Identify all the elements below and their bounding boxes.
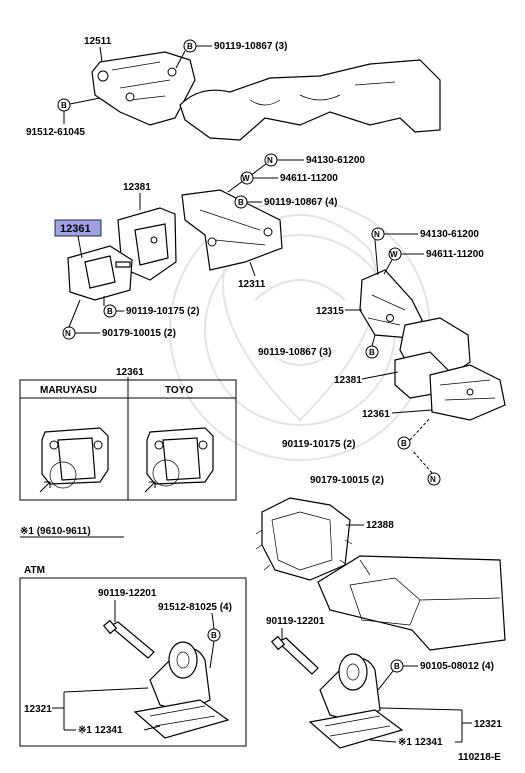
svg-text:B: B	[187, 42, 193, 51]
label-12381-right: 12381	[334, 371, 399, 386]
svg-text:N: N	[374, 230, 380, 239]
front-mount-assembly	[67, 207, 177, 301]
svg-text:N: N	[65, 329, 71, 338]
svg-text:B: B	[61, 101, 67, 110]
svg-text:B: B	[369, 348, 375, 357]
svg-text:12311: 12311	[238, 279, 266, 290]
svg-text:90179-10015 (2): 90179-10015 (2)	[310, 475, 384, 486]
svg-text:91512-81025 (4): 91512-81025 (4)	[158, 602, 232, 613]
label-12381-top: 12381	[123, 182, 151, 210]
svg-text:B: B	[238, 198, 244, 207]
label-90179-10015-2-right: 90179-10015 (2) N	[310, 449, 441, 486]
svg-text:N: N	[430, 475, 436, 484]
label-12311: 12311	[238, 261, 266, 290]
svg-text:90119-12201: 90119-12201	[98, 588, 157, 599]
label-12511: 12511	[84, 36, 112, 63]
rear-mount-assembly	[359, 269, 506, 421]
label-12315: 12315	[316, 306, 362, 317]
svg-text:90119-10175 (2): 90119-10175 (2)	[126, 306, 199, 317]
svg-text:94130-61200: 94130-61200	[306, 155, 365, 166]
svg-text:90119-12201: 90119-12201	[266, 616, 325, 627]
svg-text:※1 12341: ※1 12341	[398, 737, 443, 748]
label-12361-right: 12361	[362, 409, 433, 420]
svg-text:W: W	[242, 174, 250, 183]
transmission-outline	[317, 555, 506, 651]
svg-text:B: B	[394, 662, 400, 671]
diagram-id: 110218-E	[458, 752, 501, 763]
label-94611-11200-b: W 94611-11200	[383, 247, 484, 275]
svg-text:ATM: ATM	[24, 565, 45, 576]
label-94130-61200-b: N 94130-61200	[371, 227, 479, 276]
svg-text:TOYO: TOYO	[165, 385, 193, 396]
svg-text:N: N	[267, 156, 273, 165]
svg-text:90105-08012 (4): 90105-08012 (4)	[420, 661, 494, 672]
label-94611-11200-a: W 94611-11200	[240, 171, 338, 185]
svg-text:90179-10015 (2): 90179-10015 (2)	[102, 328, 176, 339]
svg-text:W: W	[390, 250, 398, 259]
label-90179-10015-2-left: N 90179-10015 (2)	[62, 299, 176, 340]
svg-text:B: B	[107, 307, 113, 316]
svg-text:※1 (9610-9611): ※1 (9610-9611)	[20, 526, 91, 537]
lower-right-mount: 90119-12201 B 90105-08012 (4) 12321 ※1 1…	[266, 616, 502, 749]
svg-text:90119-10867 (3): 90119-10867 (3)	[258, 347, 331, 358]
svg-text:94130-61200: 94130-61200	[420, 229, 479, 240]
label-94130-61200-a: N 94130-61200	[227, 153, 365, 193]
svg-text:90119-10867 (4): 90119-10867 (4)	[264, 197, 337, 208]
svg-text:12511: 12511	[84, 36, 112, 47]
label-90119-10175-2-left: B 90119-10175 (2)	[103, 296, 199, 318]
svg-text:91512-61045: 91512-61045	[26, 127, 85, 138]
svg-text:12321: 12321	[474, 719, 502, 730]
svg-text:B: B	[401, 439, 407, 448]
svg-text:12388: 12388	[366, 520, 394, 531]
atm-box: ATM 90119-12201 91512-81025 (4) B 12321 …	[19, 565, 247, 747]
svg-text:90119-10867 (3): 90119-10867 (3)	[214, 41, 287, 52]
note-9610-9611: ※1 (9610-9611)	[20, 526, 124, 538]
svg-text:90119-10175 (2): 90119-10175 (2)	[282, 439, 355, 450]
svg-text:12361: 12361	[116, 367, 144, 378]
label-90119-10867-3-top: B 90119-10867 (3)	[175, 39, 287, 69]
label-90119-10867-3-mid: 90119-10867 (3) B	[258, 334, 379, 359]
svg-text:94611-11200: 94611-11200	[426, 249, 484, 260]
svg-text:12315: 12315	[316, 306, 344, 317]
svg-text:12381: 12381	[123, 182, 151, 193]
svg-text:12361: 12361	[362, 409, 390, 420]
svg-text:12361: 12361	[60, 223, 91, 235]
label-12361-highlight: 12361	[54, 219, 102, 259]
label-90119-10867-4: B 90119-10867 (4)	[234, 195, 337, 209]
cover-12388: 12388	[255, 497, 394, 581]
label-91512-61045: B 91512-61045	[26, 97, 101, 138]
svg-text:12321: 12321	[24, 704, 52, 715]
svg-text:12381: 12381	[334, 375, 362, 386]
engine-bracket-12511	[91, 51, 441, 141]
bracket-12311	[181, 189, 283, 271]
svg-text:※1 12341: ※1 12341	[78, 725, 123, 736]
svg-text:94611-11200: 94611-11200	[280, 173, 338, 184]
svg-text:MARUYASU: MARUYASU	[40, 385, 97, 396]
label-90119-10175-2-right: 90119-10175 (2) B	[282, 417, 431, 450]
svg-text:B: B	[211, 631, 217, 640]
maker-comparison-box: 12361 MARUYASU TOYO	[19, 367, 237, 501]
